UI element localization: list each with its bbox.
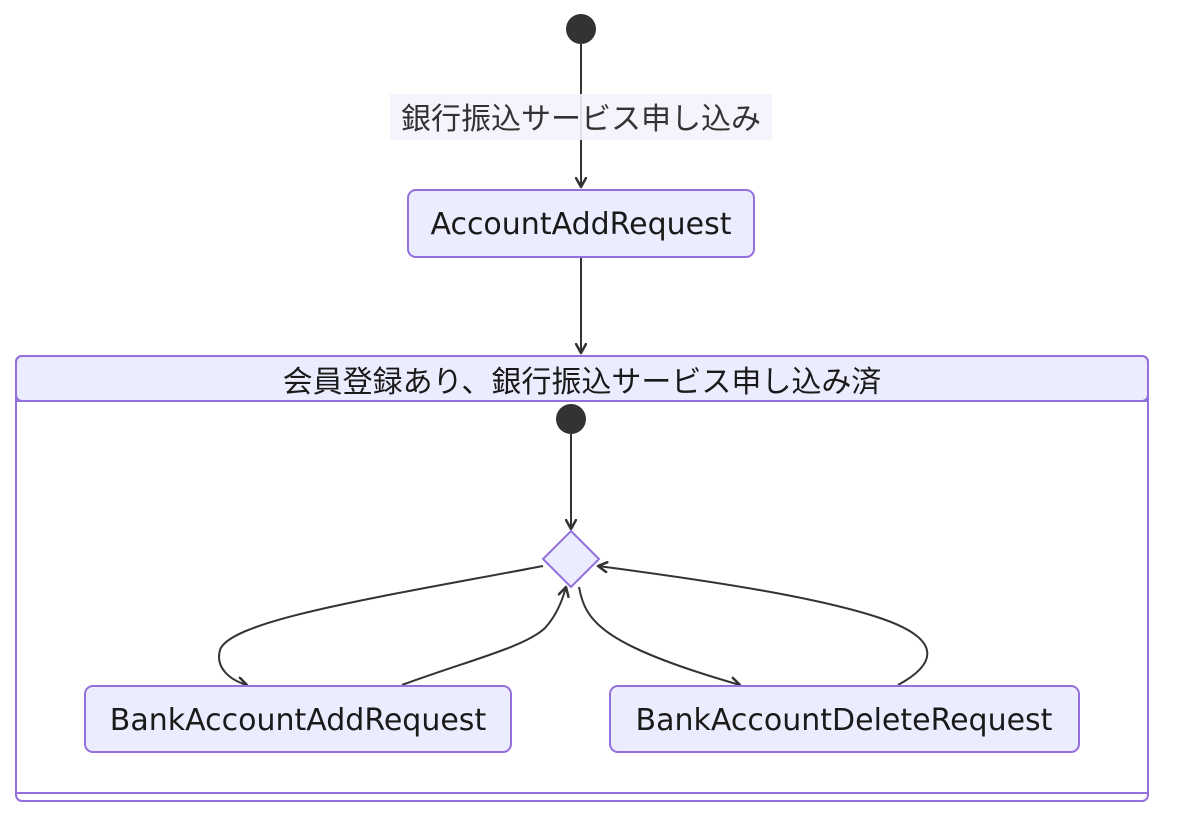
state-bank-account-delete-request-label: BankAccountDeleteRequest: [636, 703, 1053, 738]
edges: [218, 44, 929, 686]
start-edge-label-text: 銀行振込サービス申し込み: [401, 102, 761, 137]
edge-choice-to-bank-add: [218, 565, 544, 685]
state-bank-account-delete-request[interactable]: BankAccountDeleteRequest: [609, 685, 1080, 753]
start-edge-label: 銀行振込サービス申し込み: [390, 94, 772, 140]
start-node: [566, 14, 596, 44]
edge-bank-add-to-choice: [401, 587, 566, 686]
composite-state-title: 会員登録あり、銀行振込サービス申し込み済: [283, 365, 882, 400]
state-bank-account-add-request[interactable]: BankAccountAddRequest: [84, 685, 512, 753]
state-account-add-request-label: AccountAddRequest: [430, 207, 731, 242]
state-account-add-request-box: [407, 189, 755, 258]
start-edge-label-background: [390, 94, 772, 140]
state-bank-account-add-request-box: [84, 685, 512, 753]
edge-bank-delete-to-choice: [598, 566, 929, 686]
state-account-add-request[interactable]: AccountAddRequest: [407, 189, 755, 258]
inner-start-node: [556, 404, 586, 434]
state-bank-account-add-request-label: BankAccountAddRequest: [110, 703, 487, 738]
state-bank-account-delete-request-box: [609, 685, 1080, 753]
choice-node[interactable]: [541, 529, 601, 589]
edge-choice-to-bank-delete: [578, 586, 740, 685]
